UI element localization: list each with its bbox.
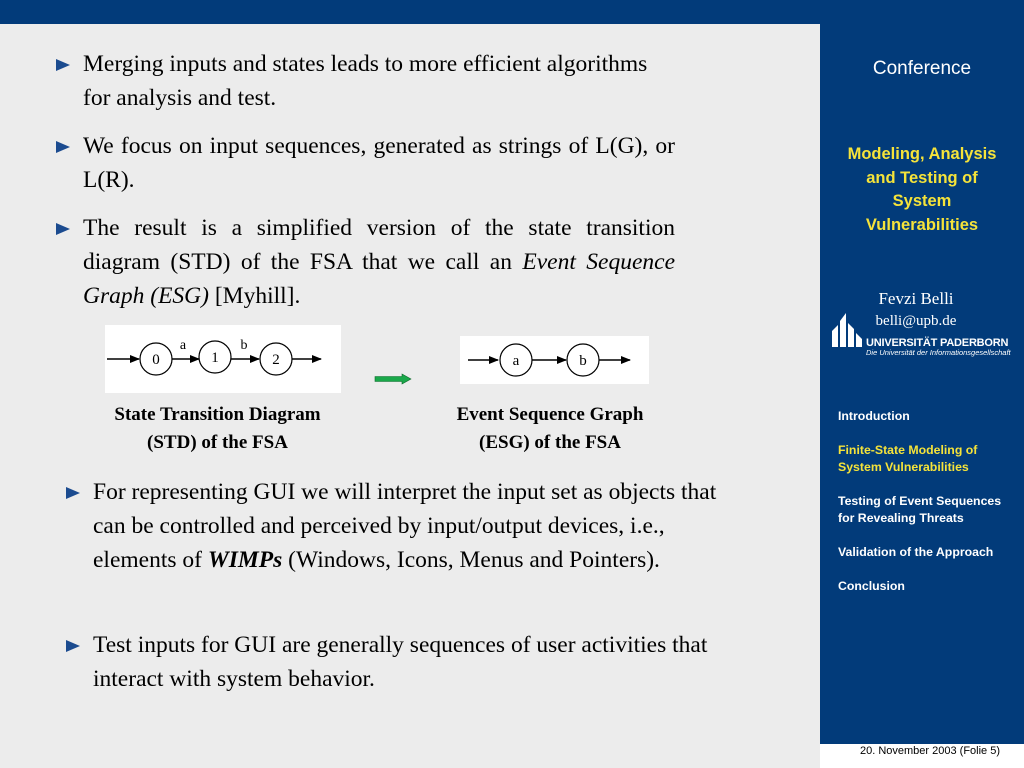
- std-diagram: 0 a 1 b 2: [105, 325, 341, 393]
- bullet-text: (Windows, Icons, Menus and Pointers).: [282, 547, 660, 573]
- nav-item-validation[interactable]: Validation of the Approach: [838, 545, 994, 559]
- std-state-label: 2: [272, 352, 280, 368]
- sidebar: Conference Modeling, Analysis and Testin…: [820, 0, 1024, 768]
- std-state-label: 1: [211, 350, 219, 366]
- bullet-text-emphasis: Event Sequence Graph (ESG): [83, 249, 675, 309]
- std-state-1: [198, 340, 232, 374]
- caption-line: (STD) of the FSA: [147, 432, 288, 453]
- title-line: Modeling, Analysis: [847, 145, 997, 163]
- bullet-gui-test-inputs: Test inputs for GUI are generally sequen…: [66, 628, 713, 696]
- std-caption: State Transition Diagram (STD) of the FS…: [80, 401, 355, 457]
- bullet-merging-inputs: Merging inputs and states leads to more …: [56, 47, 673, 115]
- esg-caption: Event Sequence Graph (ESG) of the FSA: [410, 401, 690, 457]
- bullet-esg-result: The result is a simplified version of th…: [56, 211, 675, 313]
- bullet-input-sequences: We focus on input sequences, generated a…: [56, 129, 675, 197]
- bullet-text-emphasis: WIMPs: [207, 547, 283, 573]
- std-state-label: 0: [152, 352, 160, 368]
- bullet-gui-wimps: For representing GUI we will interpret t…: [66, 475, 725, 577]
- top-bar: [0, 0, 820, 24]
- bullet-text: Test inputs for GUI are generally sequen…: [93, 632, 708, 692]
- esg-diagram: a b: [460, 336, 649, 384]
- bullet-text: For representing GUI we will interpret t…: [93, 479, 717, 573]
- university-name: UNIVERSITÄT PADERBORN: [866, 337, 1009, 349]
- section-nav: Introduction Finite-State Modeling of Sy…: [838, 408, 1018, 612]
- bullet-text: We focus on input sequences, generated a…: [83, 133, 675, 193]
- std-edge-label: b: [241, 338, 248, 353]
- bullet-arrow-icon: [56, 59, 70, 71]
- caption-line: (ESG) of the FSA: [479, 432, 621, 453]
- nav-item-testing-event-sequences[interactable]: Testing of Event Sequences for Revealing…: [838, 494, 1002, 525]
- bullet-arrow-icon: [56, 223, 70, 235]
- presentation-title: Modeling, Analysis and Testing of System…: [820, 143, 1024, 237]
- author-name: Fevzi Belli: [878, 289, 954, 308]
- esg-node-label: a: [513, 353, 520, 369]
- bullet-text: The result is a simplified version of th…: [83, 215, 675, 275]
- university-logo-block: UNIVERSITÄT PADERBORN Die Universität de…: [830, 305, 1024, 365]
- title-line: System: [892, 192, 952, 210]
- esg-node-label: b: [579, 353, 587, 369]
- footer-date-slide: 20. November 2003 (Folie 5): [859, 745, 1000, 757]
- bullet-arrow-icon: [66, 640, 80, 652]
- slide-footer: 20. November 2003 (Folie 5): [820, 744, 1024, 768]
- university-logo-icon: [832, 313, 862, 347]
- title-line: and Testing of: [866, 168, 978, 187]
- bullet-text: Merging inputs and states leads to more …: [83, 51, 648, 111]
- bullet-arrow-icon: [56, 141, 70, 153]
- nav-item-introduction[interactable]: Introduction: [838, 409, 910, 423]
- bullet-text: [Myhill].: [208, 283, 301, 309]
- author-email: belli@upb.de: [875, 313, 957, 329]
- conference-label: Conference: [872, 58, 972, 79]
- std-edge-label: a: [180, 338, 187, 353]
- nav-item-finite-state-modeling[interactable]: Finite-State Modeling of System Vulnerab…: [838, 443, 978, 474]
- title-line: Vulnerabilities: [865, 215, 979, 234]
- university-tagline: Die Universität der Informationsgesellsc…: [866, 348, 1011, 357]
- caption-line: State Transition Diagram: [114, 404, 321, 425]
- nav-item-conclusion[interactable]: Conclusion: [838, 579, 905, 593]
- transform-arrow-icon: [374, 373, 412, 385]
- caption-line: Event Sequence Graph: [456, 404, 644, 425]
- bullet-arrow-icon: [66, 487, 80, 499]
